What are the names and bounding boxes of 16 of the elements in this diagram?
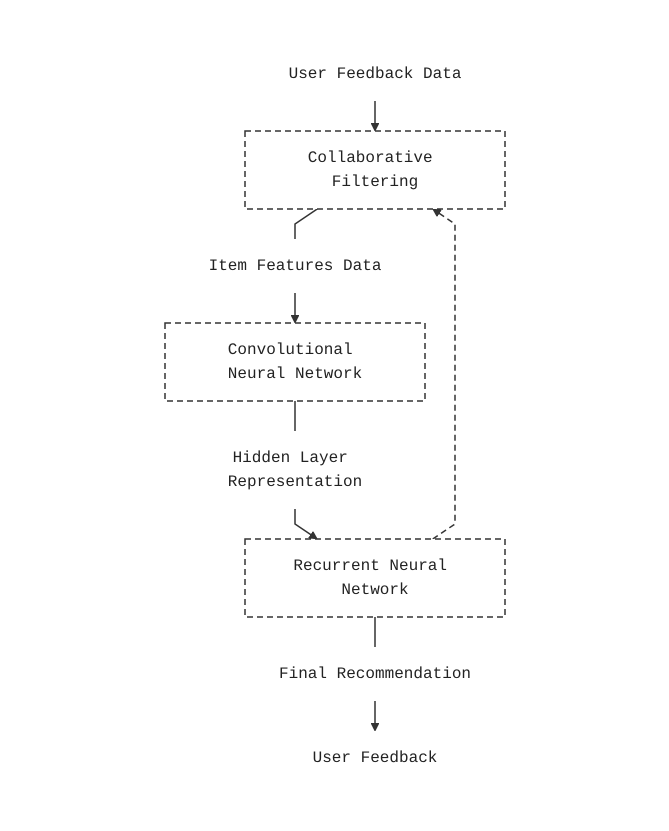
node-box: Convolutional Neural Network <box>164 322 426 402</box>
connector <box>294 400 296 430</box>
arrow <box>370 700 379 731</box>
arrow <box>294 508 318 539</box>
arrow <box>370 100 379 131</box>
arrow <box>432 208 456 540</box>
node-text: Item Features Data <box>208 256 381 274</box>
node-text: User Feedback Data <box>288 64 461 82</box>
node-text: Final Recommendation <box>278 664 471 682</box>
node-text: User Feedback <box>312 748 437 766</box>
node-text: Hidden Layer Representation <box>227 448 362 490</box>
arrow <box>290 292 299 323</box>
connector <box>374 616 376 646</box>
node-box: Collaborative Filtering <box>244 130 506 210</box>
connector <box>294 208 318 238</box>
node-box: Recurrent Neural Network <box>244 538 506 618</box>
